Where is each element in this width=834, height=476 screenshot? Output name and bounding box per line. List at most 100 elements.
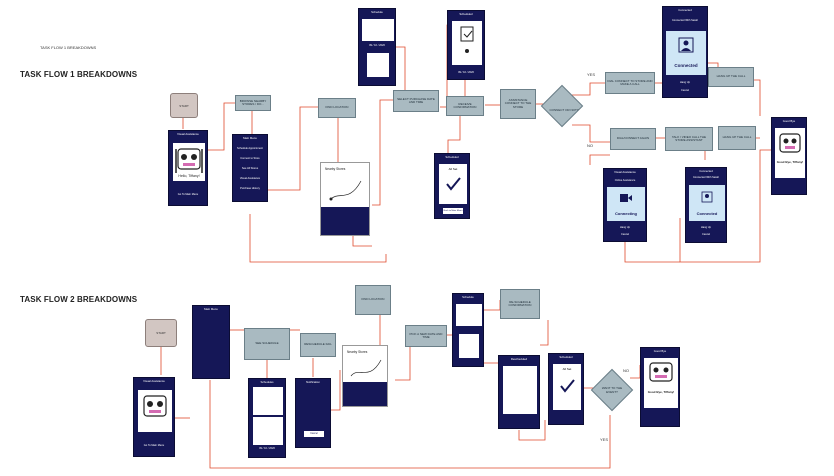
flow2-decision-label: WANT TO THE EVENT? bbox=[601, 386, 623, 394]
connecting-panel: Connecting bbox=[607, 187, 645, 221]
flow2-start: START bbox=[145, 319, 177, 347]
flow1-phone-done: Scheduled All Set Back to Main Menu bbox=[434, 153, 470, 219]
connected-panel: Connected bbox=[666, 31, 706, 75]
time-picker[interactable] bbox=[367, 53, 389, 77]
phone-title: Connected bbox=[699, 169, 713, 173]
flow1-phone-end: Good Bye Good Bye, Tiffany! bbox=[771, 117, 807, 195]
flow1-box-talk: TALK / VIDEO CALL THE STORE ASSISTANT bbox=[665, 127, 713, 151]
flow2-box-resched: RE-SCHEDULE CONFIRMATION bbox=[500, 289, 540, 319]
robot-illustration bbox=[138, 390, 172, 432]
menu-item-2[interactable]: See All Stores bbox=[241, 167, 259, 170]
scheduled-card bbox=[452, 21, 482, 65]
flow1-phone-calendar: Schedule 09 / 10 / 2020 bbox=[358, 8, 396, 86]
sched-date: 09 / 10 / 2020 bbox=[259, 447, 275, 450]
flow1-decision-label: CONNECT OR NOT? bbox=[549, 108, 579, 112]
phone-title: Visual Assistance bbox=[143, 379, 165, 383]
connecting-status: Connecting bbox=[615, 211, 637, 216]
flow1-phone-connected2: Connected Connected With Sarah Connected… bbox=[685, 167, 727, 243]
done-card: All Set bbox=[439, 164, 467, 204]
time-picker[interactable] bbox=[459, 334, 479, 358]
flow1-yes: YES bbox=[587, 72, 596, 77]
done-card: All Set bbox=[553, 364, 581, 410]
phone-title: Visual Assistance bbox=[614, 170, 636, 174]
contact-icon bbox=[701, 191, 713, 203]
flow1-box-browse: BROWSE NEARBY STORES / DO... bbox=[235, 95, 271, 111]
go-main-menu[interactable]: Go To Main Menu bbox=[143, 444, 165, 447]
calendar-grid[interactable] bbox=[362, 19, 394, 41]
go-main-menu[interactable]: Go To Main Menu bbox=[177, 193, 199, 196]
phone-title: Good Bye bbox=[782, 119, 796, 123]
flow2-phone-visual: Visual Assistance Go To Main Menu bbox=[133, 377, 175, 457]
phone-title: Schedules bbox=[260, 380, 274, 384]
flow1-title: TASK FLOW 1 BREAKDOWNS bbox=[20, 70, 138, 79]
all-set-label: All Set bbox=[562, 367, 572, 371]
flow2-phone-resched: Rescheduled bbox=[498, 355, 540, 429]
robot-illustration: Good Bye, Tiffany! bbox=[644, 358, 678, 408]
svg-text:Hello, Tiffany!: Hello, Tiffany! bbox=[178, 174, 199, 178]
cancel-button[interactable]: Cancel bbox=[701, 233, 711, 236]
flow1-phone-scheduled: Scheduled 09 / 10 / 2020 bbox=[447, 10, 485, 80]
phone-title: Schedule bbox=[462, 295, 474, 299]
connected-header: Connected With Sarah bbox=[671, 19, 699, 22]
flow2-title: TASK FLOW 2 BREAKDOWNS bbox=[20, 295, 138, 304]
phone-title: Scheduled bbox=[559, 355, 573, 359]
flow1-start: START bbox=[170, 93, 198, 118]
map-route-icon bbox=[350, 359, 382, 377]
phone-title: Main Menu bbox=[243, 136, 257, 140]
all-set-label: All Set bbox=[448, 167, 458, 171]
hang-up-button[interactable]: Hang Up bbox=[619, 226, 631, 229]
flow1-phone-connected: Connected Connected With Sarah Connected… bbox=[662, 6, 708, 98]
menu-item-3[interactable]: Visual Assistance bbox=[239, 177, 261, 180]
map-search[interactable]: Nearby Stores bbox=[347, 350, 368, 354]
hang-up-button[interactable]: Hang Up bbox=[679, 81, 691, 84]
flow2-phone-notif: Notification Cancel bbox=[295, 378, 331, 448]
phone-title: Main Menu bbox=[204, 307, 218, 311]
hang-up-button[interactable]: Hang Up bbox=[700, 226, 712, 229]
flow2-phone-calendar: Schedule bbox=[452, 293, 484, 367]
phone-title: Rescheduled bbox=[510, 357, 528, 361]
phone-title: Scheduled bbox=[459, 12, 473, 16]
check-icon bbox=[446, 177, 461, 191]
flow1-box-hang1: HANG UP THE CALL bbox=[708, 67, 754, 87]
menu-item-0[interactable]: Schedule Appointment bbox=[237, 147, 263, 150]
flow1-box-hang2: HANG UP THE CALL bbox=[718, 126, 756, 150]
cancel-button[interactable]: Cancel bbox=[680, 89, 690, 92]
flow2-box-schedule: SEE SCHEDULE bbox=[244, 328, 290, 360]
back-main-button[interactable]: Back to Main Menu bbox=[443, 208, 463, 214]
phone-title: Good Bye bbox=[653, 349, 667, 353]
flow2-phone-end: Good Bye Good Bye, Tiffany! bbox=[640, 347, 680, 427]
phone-title: Visual Assistance bbox=[177, 132, 199, 136]
phone-title: Scheduled bbox=[445, 155, 459, 159]
resched-card bbox=[503, 366, 537, 414]
video-icon bbox=[620, 194, 632, 202]
flow1-phone-connecting: Visual Assistance Online Assistance Conn… bbox=[603, 168, 647, 242]
connecting-header: Online Assistance bbox=[614, 179, 636, 182]
sched-card-2[interactable] bbox=[253, 417, 283, 445]
flow1-phone-visual: Visual Assistance Hello, Tiffany! Go To … bbox=[168, 130, 208, 206]
flow2-box-find: FIND LOCATION bbox=[355, 285, 391, 315]
menu-item-4[interactable]: Purchase History bbox=[240, 187, 260, 190]
scheduled-date: 09 / 10 / 2020 bbox=[458, 71, 474, 74]
page-caption: TASK FLOW 1 BREAKDOWNS bbox=[40, 45, 97, 50]
map-search[interactable]: Nearby Stores bbox=[325, 167, 346, 171]
flow2-no: NO bbox=[623, 368, 629, 373]
menu-item-1[interactable]: Connect to Store bbox=[240, 157, 260, 160]
flow1-phone-map: Nearby Stores bbox=[320, 162, 370, 236]
cancel-button[interactable]: Cancel bbox=[620, 233, 630, 236]
notif-cancel-button[interactable]: Cancel bbox=[304, 431, 324, 437]
flow2-box-pick: PICK A NEW DATE AND TIME bbox=[405, 325, 447, 347]
flow1-no: NO bbox=[587, 143, 593, 148]
flow2-yes: YES bbox=[600, 437, 609, 442]
phone-title: Connected bbox=[678, 8, 692, 12]
calendar-grid[interactable] bbox=[456, 304, 482, 326]
connected-status: Connected bbox=[674, 63, 698, 68]
flow2-box-fail: RESCHEDULE FAIL bbox=[300, 333, 336, 357]
phone-title: Notification bbox=[306, 380, 320, 384]
flow1-box-dial-again: DIAL/CONNECT AGAIN bbox=[610, 128, 656, 150]
flow2-phone-menu: Main Menu bbox=[192, 305, 230, 379]
robot-illustration: Good Bye, Tiffany! bbox=[775, 128, 805, 178]
robot-illustration: Hello, Tiffany! bbox=[173, 143, 205, 181]
sched-card-1[interactable] bbox=[253, 387, 283, 415]
calendar-date: 09 / 10 / 2020 bbox=[369, 44, 385, 47]
flow2-phone-sched: Schedules 09 / 10 / 2020 bbox=[248, 378, 286, 458]
